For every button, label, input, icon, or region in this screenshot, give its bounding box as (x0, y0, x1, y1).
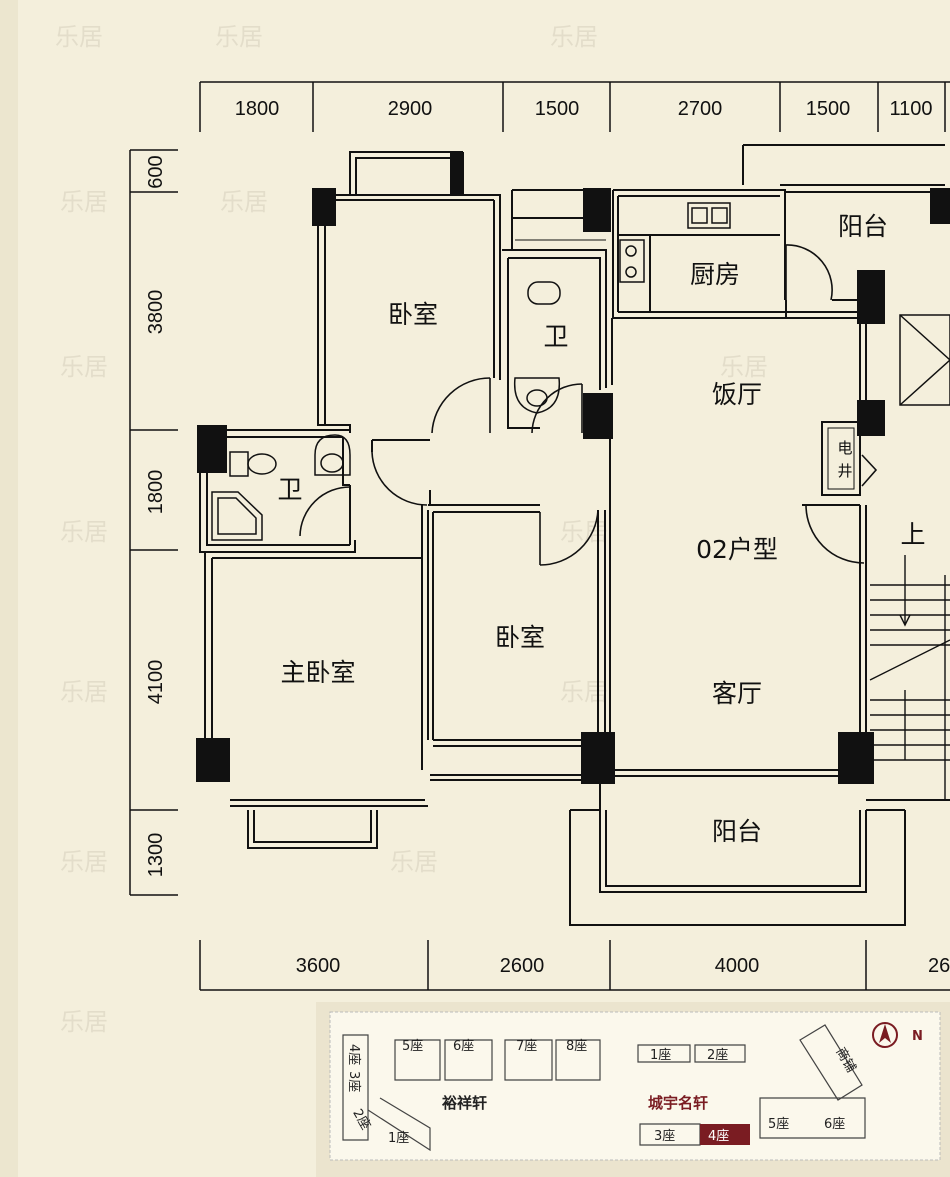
room-kitchen: 厨房 (690, 260, 740, 289)
map-building: 3座 (654, 1129, 675, 1144)
watermark: 乐居 (60, 678, 108, 706)
dim-left-2: 3800 (145, 290, 167, 335)
map-building: 4座 (708, 1129, 729, 1144)
watermark: 乐居 (60, 353, 108, 381)
map-building: 6座 (453, 1039, 474, 1054)
dim-left-5: 1300 (145, 833, 167, 878)
watermark: 乐居 (390, 848, 438, 876)
arrow-down-icon (899, 614, 911, 627)
unit-type-label: 02户型 (696, 535, 778, 564)
watermark: 乐居 (215, 23, 263, 51)
dim-left-4: 4100 (145, 660, 167, 705)
dim-top-6: 1100 (889, 98, 932, 120)
stairs (869, 555, 950, 800)
stove-icon (619, 239, 645, 283)
dim-bottom-2: 2600 (500, 955, 545, 977)
dim-top-1: 1800 (235, 98, 280, 120)
room-dining: 饭厅 (712, 380, 762, 409)
basin-icon (513, 377, 561, 414)
map-estate-2: 城宇名轩 (648, 1094, 708, 1112)
dim-top-2: 2900 (388, 98, 433, 120)
room-elec-shaft-1: 电 (837, 439, 852, 457)
watermark: 乐居 (550, 23, 598, 51)
room-living: 客厅 (712, 679, 762, 708)
watermark: 乐居 (60, 518, 108, 546)
dim-bottom-3: 4000 (715, 955, 760, 977)
map-building: 1座 (650, 1048, 671, 1063)
basin-icon (314, 434, 351, 476)
watermark: 乐居 (60, 848, 108, 876)
shower-icon (211, 491, 263, 541)
map-building: 3座 (346, 1071, 361, 1092)
dim-left-3: 1800 (145, 470, 167, 515)
current-building-marker (700, 1124, 750, 1145)
dim-bottom-4: 26 (928, 955, 950, 977)
map-building: 7座 (516, 1039, 537, 1054)
room-master-bedroom: 主卧室 (280, 658, 355, 687)
room-bath-top: 卫 (543, 322, 568, 351)
map-building: 1座 (388, 1131, 409, 1146)
dim-left-1: 600 (145, 155, 167, 188)
map-building: 5座 (768, 1117, 789, 1132)
sink-icon (687, 202, 731, 229)
walls (199, 144, 950, 926)
dim-top-3: 1500 (535, 98, 580, 120)
map-building: 6座 (824, 1117, 845, 1132)
compass-icon (872, 1022, 898, 1048)
dimension-top (199, 81, 950, 132)
map-building: 8座 (566, 1039, 587, 1054)
stair-up-label: 上 (900, 520, 925, 549)
compass-north: N (912, 1029, 923, 1044)
watermark-group: 乐居 乐居 乐居 乐居 乐居 乐居 乐居 乐居 乐居 乐居 乐居 乐居 乐居 乐… (55, 23, 768, 1036)
toilet-icon (527, 281, 561, 305)
watermark: 乐居 (55, 23, 103, 51)
room-bedroom-mid: 卧室 (495, 623, 545, 652)
dimension-left (129, 149, 178, 896)
room-elec-shaft-2: 井 (837, 462, 852, 480)
elevator-icon (899, 314, 950, 406)
watermark: 乐居 (560, 518, 608, 546)
site-map: N 4座 5座 6座 7座 8座 3座 2座 1座 1座 2座 3座 4座 5座… (316, 1002, 950, 1177)
fixtures (211, 202, 950, 541)
watermark: 乐居 (220, 188, 268, 216)
dim-top-4: 2700 (678, 98, 723, 120)
room-balcony-bottom: 阳台 (712, 817, 762, 846)
doors (299, 244, 878, 566)
map-building: 2座 (707, 1048, 728, 1063)
dimension-bottom (199, 940, 950, 991)
room-balcony-top: 阳台 (838, 212, 888, 241)
dim-top-5: 1500 (806, 98, 851, 120)
room-bedroom-top: 卧室 (388, 300, 438, 329)
watermark: 乐居 (720, 353, 768, 381)
dim-bottom-1: 3600 (296, 955, 341, 977)
watermark: 乐居 (560, 678, 608, 706)
map-building: 4座 (346, 1044, 361, 1065)
room-bath-left: 卫 (277, 475, 302, 504)
columns (196, 152, 950, 784)
map-building: 5座 (402, 1039, 423, 1054)
watermark: 乐居 (60, 1008, 108, 1036)
watermark: 乐居 (60, 188, 108, 216)
map-estate-1: 裕祥轩 (441, 1094, 487, 1112)
